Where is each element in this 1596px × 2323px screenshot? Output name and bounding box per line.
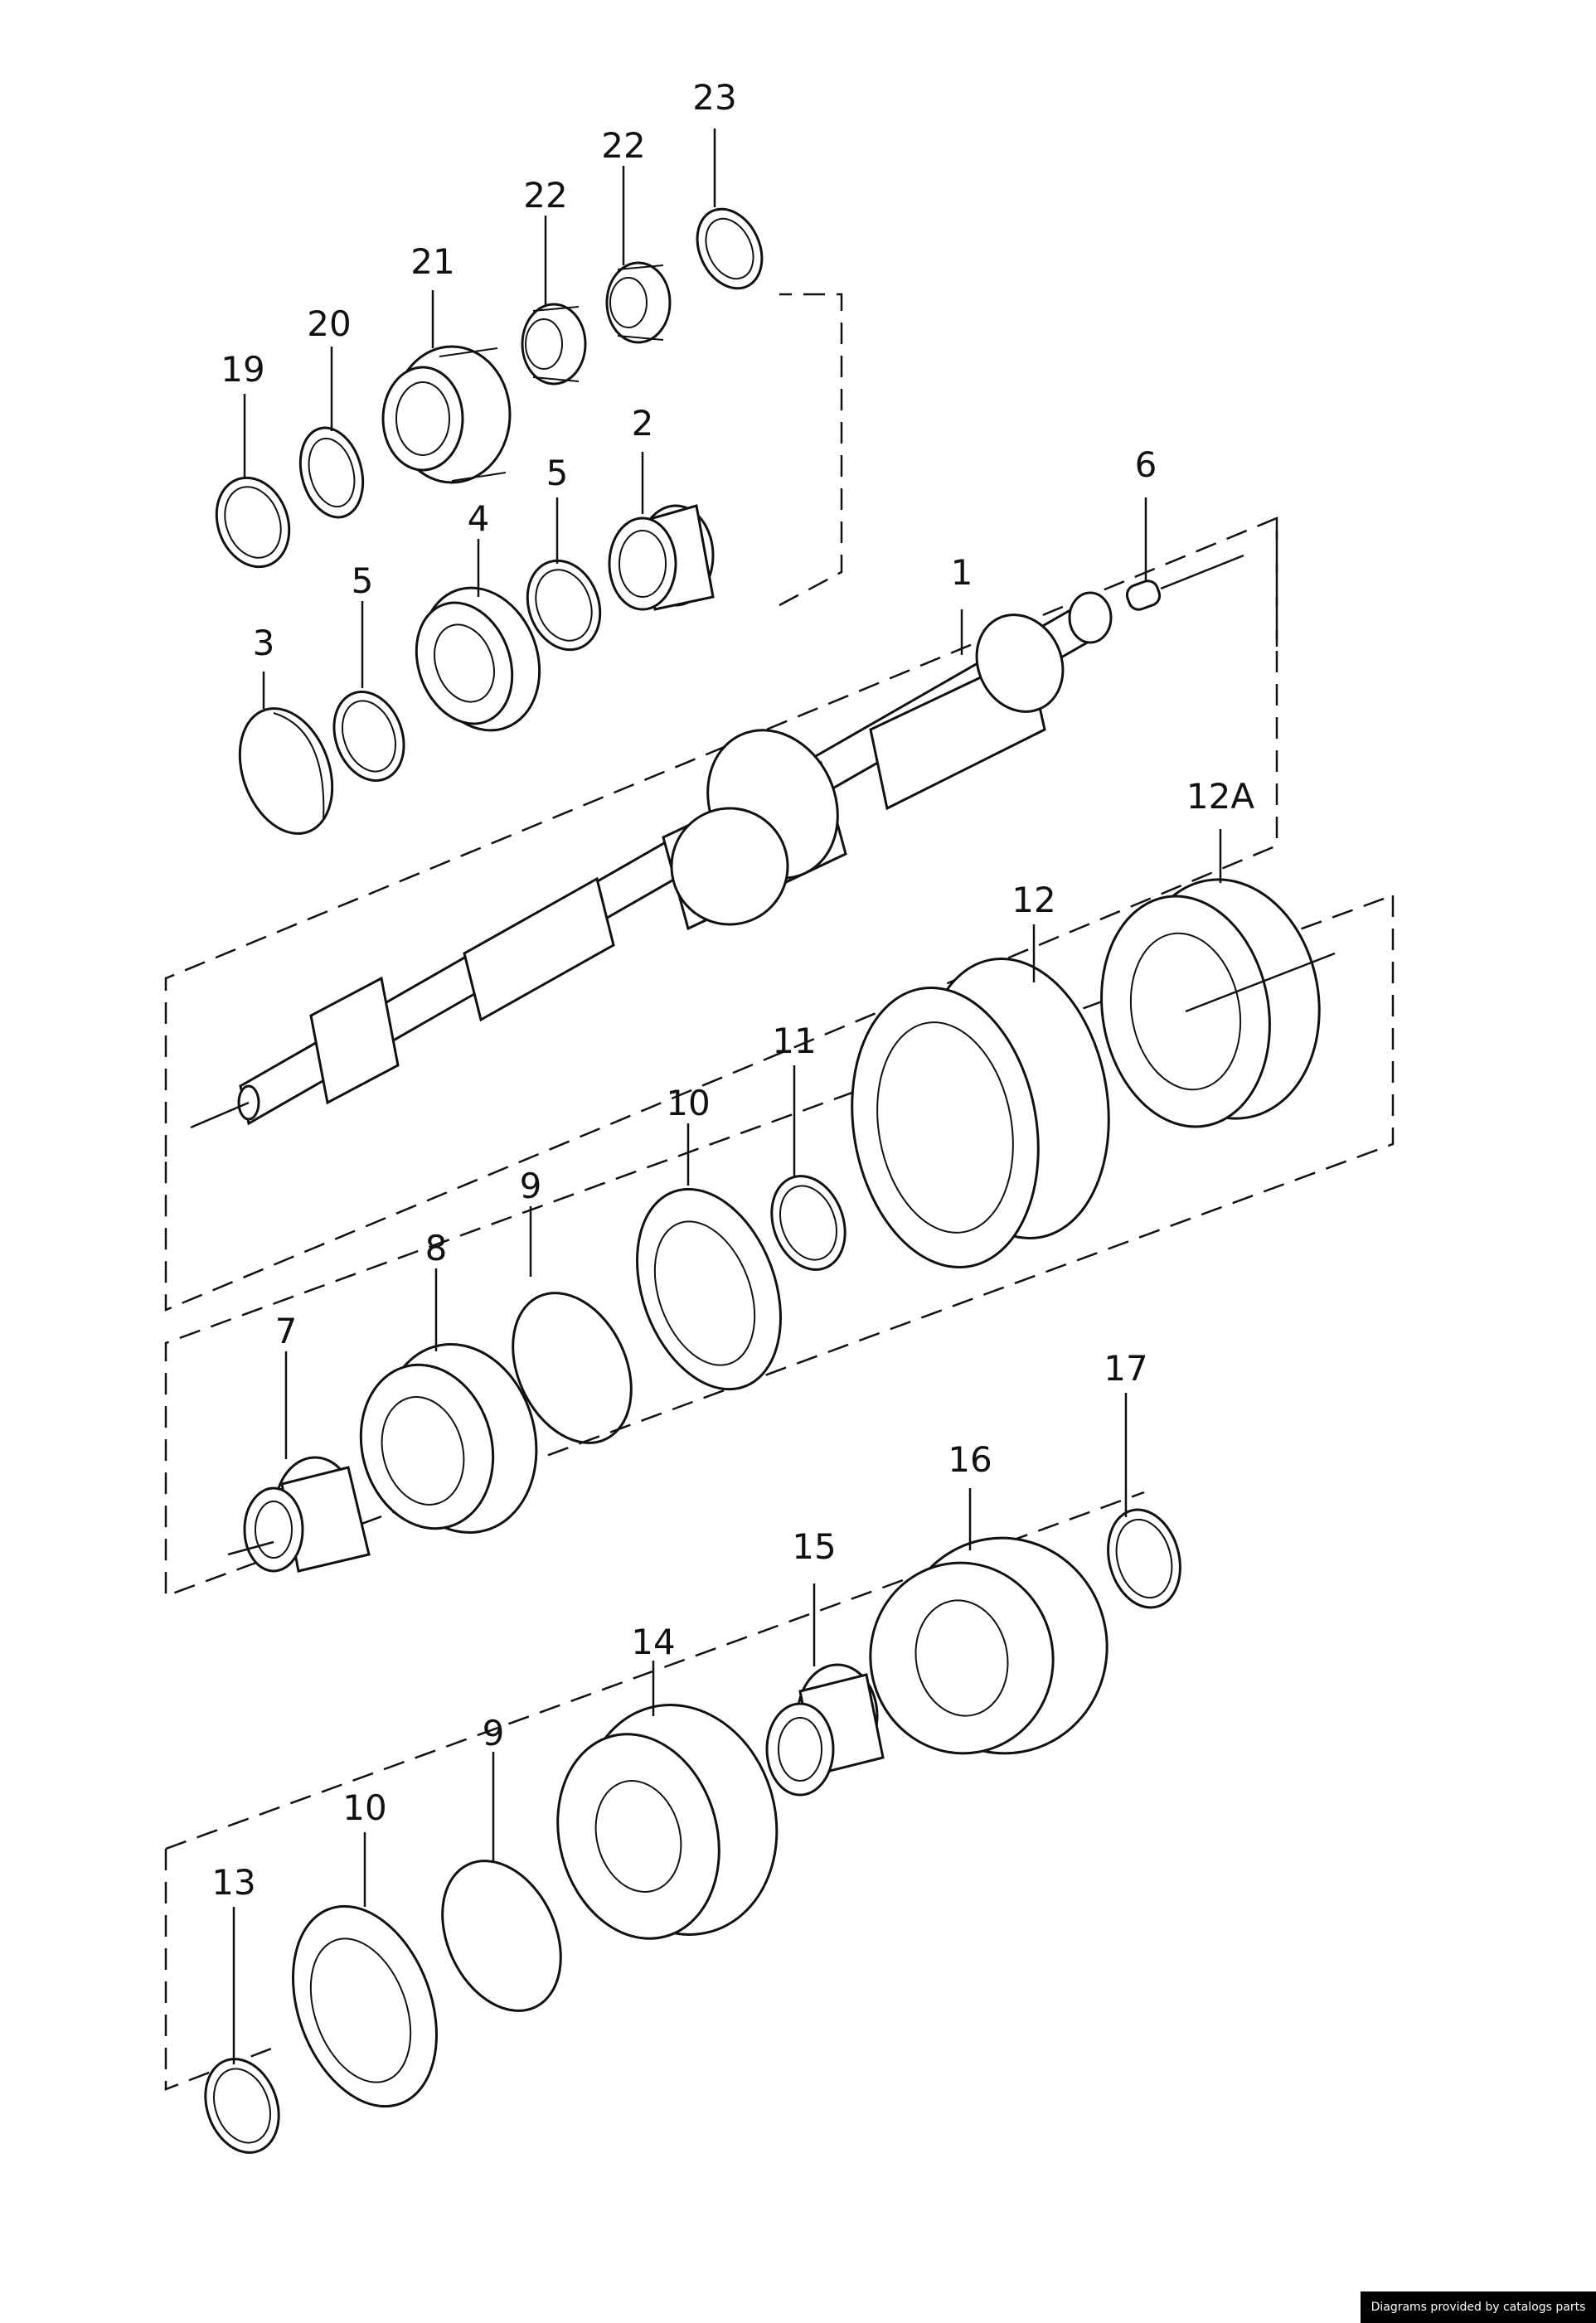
part-17-circlip[interactable] <box>1098 1501 1191 1616</box>
assembly-boundary-mainshaft <box>164 518 1278 1312</box>
callout-1: 1 <box>951 552 973 593</box>
callout-7: 7 <box>275 1311 298 1351</box>
callout-21: 21 <box>410 241 454 282</box>
callout-22: 22 <box>523 175 567 216</box>
assembly-boundary-upper <box>164 293 1278 1157</box>
callout-8: 8 <box>425 1228 448 1268</box>
part-5-circlip[interactable] <box>323 682 416 791</box>
callout-5: 5 <box>352 560 374 601</box>
part-4-ball-bearing[interactable] <box>400 571 559 747</box>
part-1-mainshaft[interactable] <box>190 591 1113 1129</box>
part-22-needle-bearing[interactable] <box>521 303 587 386</box>
callout-14: 14 <box>631 1622 675 1662</box>
callout-20: 20 <box>307 303 351 344</box>
callout-23: 23 <box>692 77 736 118</box>
part-15-needle-bearing[interactable] <box>765 1663 885 1797</box>
callout-10: 10 <box>342 1787 386 1828</box>
part-5-circlip[interactable] <box>516 550 613 660</box>
callout-12A: 12A <box>1186 776 1254 817</box>
leader-lines <box>232 129 1222 2064</box>
part-3-cap[interactable] <box>223 696 348 846</box>
callout-16: 16 <box>948 1439 992 1480</box>
credit-label: Diagrams provided by catalogs parts <box>1361 2291 1596 2323</box>
part-9-spring[interactable] <box>420 1841 584 2030</box>
part-7-needle-bearing[interactable] <box>227 1456 371 1573</box>
callout-12: 12 <box>1011 880 1055 920</box>
part-10-synchro-ring[interactable] <box>267 1886 463 2127</box>
part-14-gear[interactable] <box>536 1683 802 1957</box>
part-20-shim[interactable] <box>291 421 372 525</box>
callout-13: 13 <box>211 1862 255 1903</box>
callout-9: 9 <box>483 1713 505 1753</box>
part-2-needle-cage[interactable] <box>608 504 715 611</box>
callout-15: 15 <box>792 1526 836 1567</box>
part-23-shim[interactable] <box>685 198 774 298</box>
part-12A-gear[interactable] <box>1084 865 1337 1140</box>
assembly-boundary-lower-gears <box>164 894 1395 1598</box>
callout-3: 3 <box>253 623 275 663</box>
callout-6: 6 <box>1135 444 1157 485</box>
part-19-circlip[interactable] <box>205 468 302 577</box>
part-6-pin[interactable] <box>1124 554 1244 613</box>
callout-11: 11 <box>772 1021 816 1061</box>
part-10-synchro-ring[interactable] <box>611 1169 807 1409</box>
callout-10: 10 <box>666 1083 710 1123</box>
part-12-sleeve[interactable] <box>831 943 1130 1282</box>
part-9-spring[interactable] <box>490 1273 654 1462</box>
callout-5: 5 <box>546 453 569 493</box>
part-13-circlip[interactable] <box>193 2049 292 2163</box>
callout-22: 22 <box>601 125 645 166</box>
part-16-gear[interactable] <box>856 1521 1124 1769</box>
callout-17: 17 <box>1104 1348 1147 1389</box>
part-8-gear[interactable] <box>343 1327 557 1550</box>
callout-9: 9 <box>520 1166 542 1206</box>
callout-19: 19 <box>221 349 264 390</box>
part-11-circlip[interactable] <box>759 1166 858 1280</box>
part-21-gear[interactable] <box>381 345 512 484</box>
callout-4: 4 <box>468 498 490 539</box>
part-22-needle-bearing[interactable] <box>605 261 672 344</box>
callout-2: 2 <box>632 403 654 444</box>
